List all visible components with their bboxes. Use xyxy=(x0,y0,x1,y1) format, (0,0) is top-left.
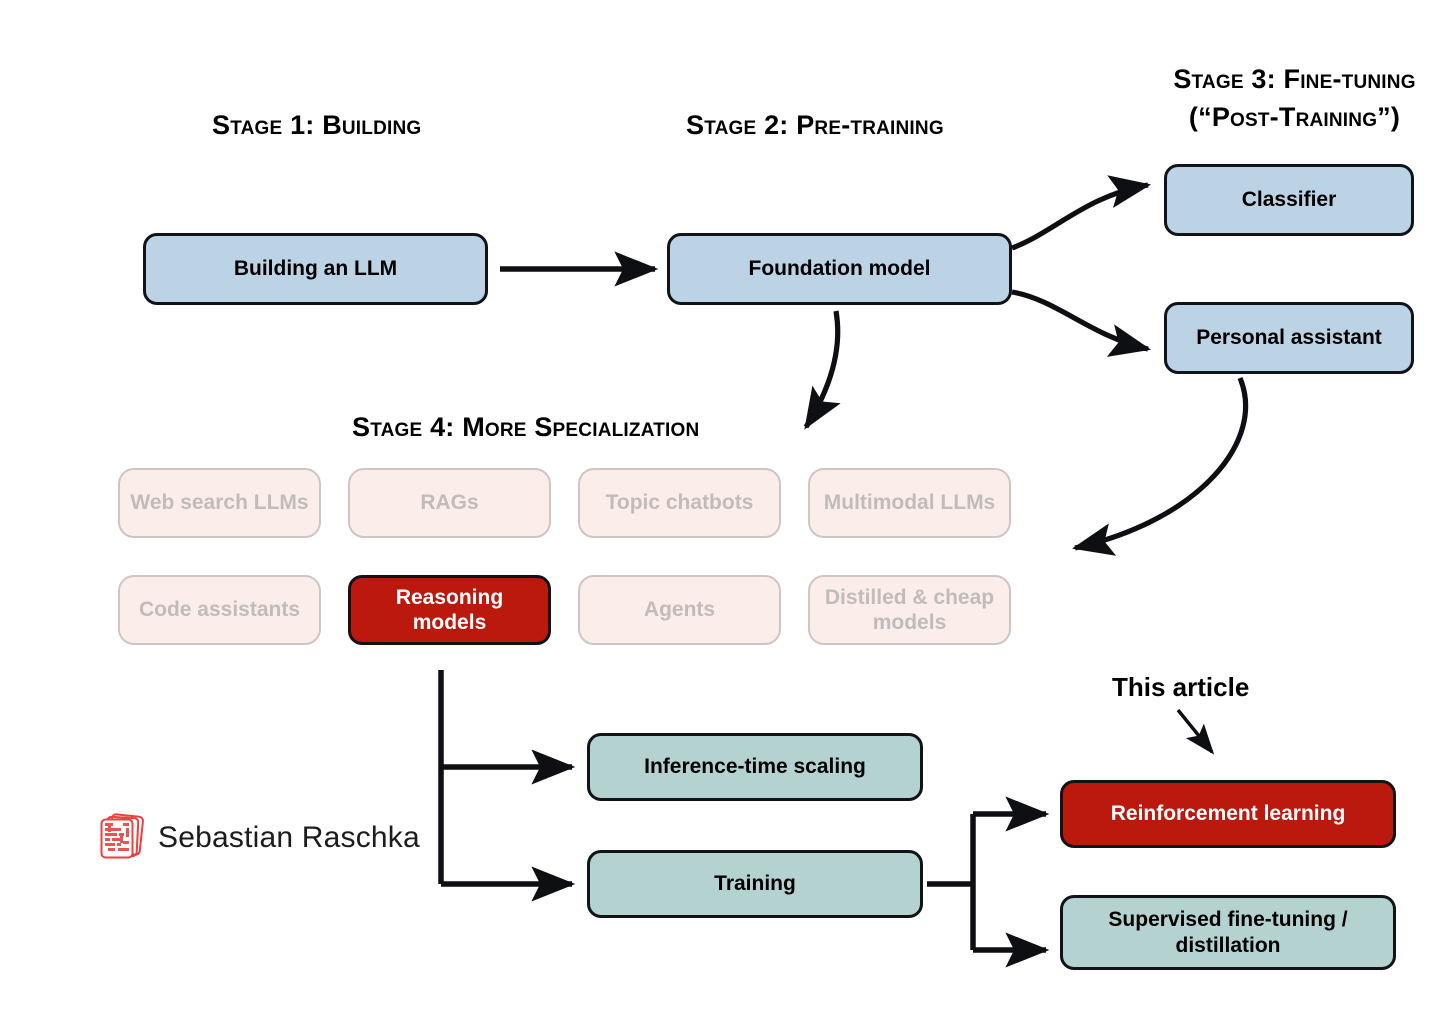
node-code-assistants[interactable]: Code assistants xyxy=(118,575,321,645)
node-reasoning-models[interactable]: Reasoning models xyxy=(348,575,551,645)
node-rags[interactable]: RAGs xyxy=(348,468,551,538)
node-web-search-llms[interactable]: Web search LLMs xyxy=(118,468,321,538)
arrow-foundation-to-personal-assistant xyxy=(1011,289,1152,357)
arrow-reasoning-to-branches xyxy=(438,670,576,902)
node-building-an-llm[interactable]: Building an LLM xyxy=(143,233,488,305)
signature-name: Sebastian Raschka xyxy=(158,821,420,854)
arrow-foundation-to-stage4 xyxy=(803,310,841,430)
node-classifier[interactable]: Classifier xyxy=(1164,164,1414,236)
stage-2-heading: Stage 2: Pre-training xyxy=(686,110,944,140)
stacked-cards-logo-icon xyxy=(96,810,148,866)
stage-4-heading: Stage 4: More Specialization xyxy=(352,412,700,442)
node-inference-time-scaling[interactable]: Inference-time scaling xyxy=(587,733,923,801)
this-article-label: This article xyxy=(1112,672,1250,702)
node-reinforcement-learning[interactable]: Reinforcement learning xyxy=(1060,780,1396,848)
node-supervised-finetuning-distillation[interactable]: Supervised fine-tuning / distillation xyxy=(1060,895,1396,970)
stage-3-heading-line1: Stage 3: Fine-tuning xyxy=(1173,64,1416,94)
signature: Sebastian Raschka xyxy=(96,810,420,866)
node-training[interactable]: Training xyxy=(587,850,923,918)
stage-1-heading: Stage 1: Building xyxy=(212,110,422,140)
node-agents[interactable]: Agents xyxy=(578,575,781,645)
node-distilled-cheap-models[interactable]: Distilled & cheap models xyxy=(808,575,1011,645)
node-multimodal-llms[interactable]: Multimodal LLMs xyxy=(808,468,1011,538)
node-personal-assistant[interactable]: Personal assistant xyxy=(1164,302,1414,374)
stage-3-heading-line2: (“Post-Training”) xyxy=(1188,102,1401,132)
arrow-foundation-to-classifier xyxy=(1011,175,1152,251)
node-foundation-model[interactable]: Foundation model xyxy=(667,233,1012,305)
arrow-training-to-outcomes xyxy=(927,796,1050,968)
node-topic-chatbots[interactable]: Topic chatbots xyxy=(578,468,781,538)
arrow-personal-assistant-to-stage4 xyxy=(1071,376,1249,556)
arrow-this-article xyxy=(1176,708,1215,755)
